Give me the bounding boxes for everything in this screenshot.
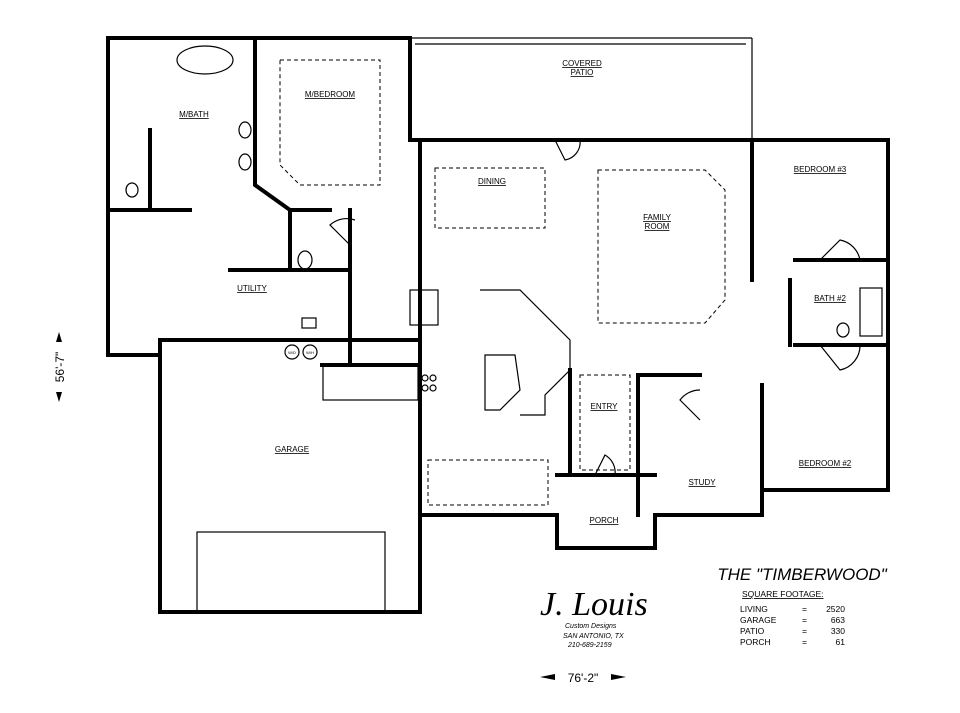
sf-eq: = xyxy=(802,626,807,636)
exterior-walls xyxy=(106,36,890,614)
designer-line1: Custom Designs xyxy=(565,623,617,630)
sf-value: 330 xyxy=(831,626,845,636)
room-label-bedroom-3: BEDROOM #3 xyxy=(794,165,847,174)
sf-eq: = xyxy=(802,637,807,647)
sf-value: 663 xyxy=(831,615,845,625)
sf-label: GARAGE xyxy=(740,615,777,625)
room-label-covered-patio-2: PATIO xyxy=(571,68,594,77)
room-label-m-bath: M/BATH xyxy=(179,110,209,119)
room-label-study: STUDY xyxy=(688,478,716,487)
doors xyxy=(329,139,861,476)
sf-value: 2520 xyxy=(826,604,845,614)
room-label-garage: GARAGE xyxy=(275,445,309,454)
designer-logo: J. Louis xyxy=(540,586,648,623)
toilet-icon xyxy=(297,250,313,270)
room-label-family-room-2: ROOM xyxy=(645,222,670,231)
sf-eq: = xyxy=(802,615,807,625)
square-footage-table: LIVING = 2520 GARAGE = 663 PATIO = 330 P… xyxy=(740,604,845,647)
room-label-covered-patio: COVERED xyxy=(562,59,602,68)
plan-title: THE "TIMBERWOOD" xyxy=(717,565,887,584)
room-label-entry: ENTRY xyxy=(591,402,619,411)
sf-label: LIVING xyxy=(740,604,768,614)
designer-phone: 210-689-2159 xyxy=(567,642,612,649)
designer-location: SAN ANTONIO, TX xyxy=(563,633,624,640)
ceiling-details xyxy=(279,59,726,506)
dimension-width: 76'-2" xyxy=(540,671,626,685)
dryer-label: W/H xyxy=(306,350,314,355)
washer-label: W/D xyxy=(288,350,296,355)
dimension-depth: 56'-7" xyxy=(53,332,67,402)
sf-label: PATIO xyxy=(740,626,765,636)
sf-value: 61 xyxy=(836,637,846,647)
room-label-porch: PORCH xyxy=(590,516,619,525)
washer-icon xyxy=(284,344,300,360)
depth-label: 56'-7" xyxy=(53,352,67,383)
room-label-bath-2: BATH #2 xyxy=(814,294,846,303)
width-label: 76'-2" xyxy=(568,671,599,685)
fixtures xyxy=(125,45,883,613)
square-footage-heading: SQUARE FOOTAGE: xyxy=(742,589,824,599)
room-label-bedroom-2: BEDROOM #2 xyxy=(799,459,852,468)
room-label-family-room: FAMILY xyxy=(643,213,672,222)
room-label-dining: DINING xyxy=(478,177,506,186)
room-label-utility: UTILITY xyxy=(237,284,267,293)
room-label-m-bedroom: M/BEDROOM xyxy=(305,90,356,99)
garage-door xyxy=(196,531,386,613)
interior-walls xyxy=(106,36,890,517)
tub-icon xyxy=(176,45,234,75)
sf-label: PORCH xyxy=(740,637,771,647)
sf-eq: = xyxy=(802,604,807,614)
dryer-icon xyxy=(302,344,318,360)
